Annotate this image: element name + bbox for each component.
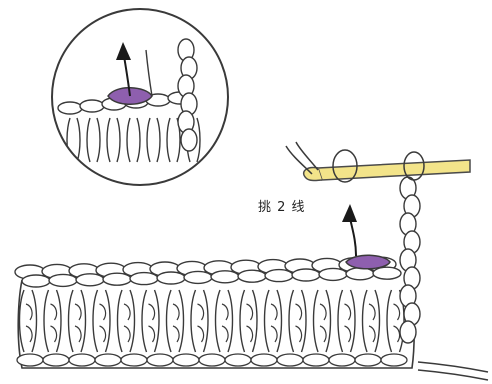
crochet-hook-icon [286,142,470,182]
bottom-chain-loop [329,354,355,366]
detail-chain-link [181,129,197,151]
bottom-chain-loop [277,354,303,366]
post-stitch [216,290,233,352]
post-stitch [93,290,110,352]
bottom-chain-loop [355,354,381,366]
yarn-tail [418,362,488,380]
post-stitch [20,290,37,352]
post-stitch [118,290,135,352]
post-stitch [338,290,355,352]
detail-loop [58,102,82,114]
post-stitch [289,290,306,352]
post-stitch [265,290,282,352]
post-stitch [314,290,331,352]
bottom-chain-loop [17,354,43,366]
bottom-chain-loop [251,354,277,366]
post-stitch [363,290,380,352]
bottom-chain-loop [225,354,251,366]
post-stitch [44,290,61,352]
magnify-circle-icon [52,9,228,185]
post-stitch [240,290,257,352]
highlight-loop [346,255,390,269]
post-stitch [191,290,208,352]
bottom-chain-loop [303,354,329,366]
bottom-chain-loop [95,354,121,366]
bottom-chain-loop [69,354,95,366]
chain-link [400,321,416,343]
post-stitch [167,290,184,352]
detail-loop [80,100,104,112]
bottom-chain-loop [121,354,147,366]
up-arrow-icon [342,204,357,256]
bottom-chain-loop [173,354,199,366]
bottom-chain-loop [147,354,173,366]
top-chain-loop [373,267,401,279]
stitch-rows [15,257,414,368]
bottom-chain-loop [199,354,225,366]
instruction-label: 挑 2 线 [258,196,306,215]
bottom-chain-loop [43,354,69,366]
post-stitch [69,290,86,352]
post-stitch [142,290,159,352]
turning-chain [400,177,420,343]
bottom-chain-loop [381,354,407,366]
